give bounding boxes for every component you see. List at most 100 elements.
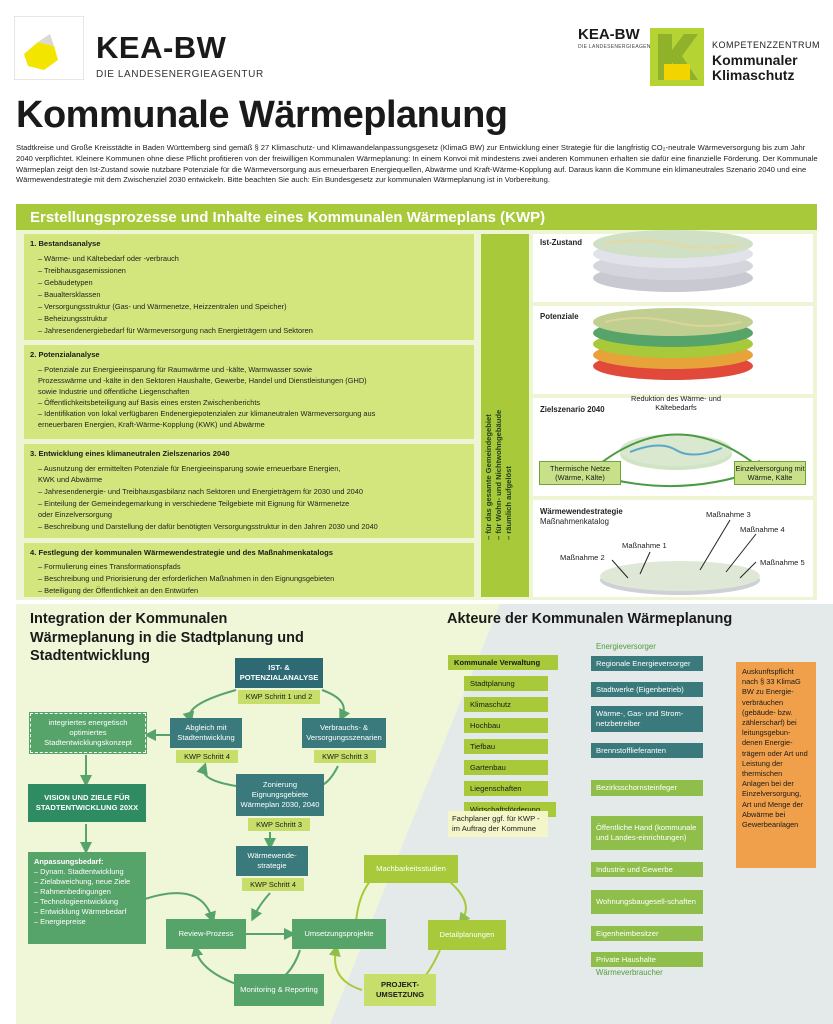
- step-title: 3. Entwicklung eines klimaneutralen Ziel…: [30, 449, 230, 458]
- kwp-step-4a: KWP Schritt 4: [176, 750, 238, 763]
- step-item: – Baualtersklassen: [38, 290, 101, 299]
- step-item: – Ausnutzung der ermittelten Potenziale …: [38, 464, 341, 473]
- panel-label-ziel: Zielszenario 2040: [540, 405, 605, 414]
- box-verbrauch: Verbrauchs- & Versorgungsszenarien: [302, 718, 386, 748]
- kwp-header-bar: [16, 204, 817, 230]
- box-anpassungsbedarf: Anpassungsbedarf: – Dynam. Stadtentwickl…: [28, 852, 146, 944]
- label-energieversorger: Energieversorger: [596, 642, 656, 651]
- step-item: – Öffentlichkeitsbeteiligung auf Basis e…: [38, 398, 261, 407]
- panel-label-katalog: Maßnahmenkatalog: [540, 517, 609, 526]
- integration-title: Integration der Kommunalen Wärmeplanung …: [30, 611, 304, 664]
- step-item: – Einteilung der Gemeindegemarkung in ve…: [38, 499, 350, 508]
- akteur-bezirksschornsteinfeger: Bezirksschornsteinfeger: [591, 780, 703, 796]
- kompetenzzentrum-logo-icon: [650, 28, 704, 86]
- box-umsetzung: Umsetzungsprojekte: [292, 919, 386, 949]
- anpassung-item: – Entwicklung Wärmebedarf: [34, 907, 127, 916]
- akteur-brennstofflieferanten: Brennstofflieferanten: [591, 743, 703, 758]
- akteur-stadtplanung: Stadtplanung: [464, 676, 548, 691]
- kwp-step-4b: KWP Schritt 4: [242, 878, 304, 891]
- kwp-step-3b: KWP Schritt 3: [248, 818, 310, 831]
- step-zielszenario: [24, 444, 474, 538]
- akteur-stadtwerke: Stadtwerke (Eigenbetrieb): [591, 682, 703, 697]
- akteur-kommunale-verwaltung: Kommunale Verwaltung: [448, 655, 558, 670]
- box-vision: VISION UND ZIELE FÜR STADTENTWICKLUNG 20…: [28, 784, 146, 822]
- kea-small-subtitle: DIE LANDESENERGIEAGENTUR: [578, 44, 662, 50]
- step-item: – Gebäudetypen: [38, 278, 93, 287]
- box-waermewende: Wärmewende-strategie: [236, 846, 308, 876]
- step-title: 1. Bestandsanalyse: [30, 239, 101, 248]
- step-item: – Beteiligung der Öffentlichkeit an den …: [38, 586, 199, 595]
- step-item: – Formulierung eines Transformationspfad…: [38, 562, 181, 571]
- anpassung-item: – Dynam. Stadtentwicklung: [34, 867, 124, 876]
- box-machbarkeit: Machbarkeitsstudien: [364, 855, 458, 883]
- anpassung-item: – Technologieentwicklung: [34, 897, 119, 906]
- step-strategie: [24, 543, 474, 597]
- measure-5: Maßnahme 5: [760, 558, 805, 567]
- anpassung-item: – Energiepreise: [34, 917, 86, 926]
- step-item: – Versorgungsstruktur (Gas- und Wärmenet…: [38, 302, 287, 311]
- akteur-tiefbau: Tiefbau: [464, 739, 548, 754]
- akteur-oeffentliche-hand: Öffentliche Hand (kommunale und Landes-e…: [591, 816, 703, 850]
- step-bestandsanalyse: [24, 234, 474, 340]
- anpassung-item: – Zielabweichung, neue Ziele: [34, 877, 131, 886]
- fachplaner-note: Fachplaner ggf. für KWP - im Auftrag der…: [448, 811, 548, 837]
- kk-line3: Klimaschutz: [712, 67, 795, 83]
- akteur-klimaschutz: Klimaschutz: [464, 697, 548, 712]
- measure-3: Maßnahme 3: [706, 510, 751, 519]
- measure-4: Maßnahme 4: [740, 525, 785, 534]
- step-item: – Jahresendenergiebedarf für Wärmeversor…: [38, 326, 313, 335]
- auskunftspflicht-text: Auskunftspflicht nach § 33 KlimaG BW zu …: [742, 667, 808, 830]
- kea-subtitle: DIE LANDESENERGIEAGENTUR: [96, 69, 264, 80]
- kk-line2: Kommunaler: [712, 52, 798, 68]
- box-review: Review-Prozess: [166, 919, 246, 949]
- step-title: 4. Festlegung der kommunalen Wärmewendes…: [30, 548, 333, 557]
- kea-logo-icon: [14, 16, 84, 80]
- panel-label-pot: Potenziale: [540, 312, 579, 321]
- step-title: 2. Potenzialanalyse: [30, 350, 100, 359]
- panel-label-ist: Ist-Zustand: [540, 238, 583, 247]
- kea-small-title: KEA-BW: [578, 26, 640, 43]
- akteur-industrie: Industrie und Gewerbe: [591, 862, 703, 877]
- step-item: oder Einzelversorgung: [38, 510, 112, 519]
- anpassung-title: Anpassungsbedarf:: [34, 857, 104, 866]
- akteure-title: Akteure der Kommunalen Wärmeplanung: [447, 611, 733, 627]
- akteur-eigenheimbesitzer: Eigenheimbesitzer: [591, 926, 703, 941]
- step-item: – Beschreibung und Darstellung der dafür…: [38, 522, 378, 531]
- measure-1: Maßnahme 1: [622, 541, 667, 550]
- step-item: – Potenziale zur Energieeinsparung für R…: [38, 365, 313, 374]
- step-item: Prozesswärme und -kälte in den Sektoren …: [38, 376, 367, 385]
- box-ist-potenzialanalyse: IST- & POTENZIALANALYSE: [235, 658, 323, 688]
- anpassung-item: – Rahmenbedingungen: [34, 887, 111, 896]
- scope-band: [481, 234, 529, 597]
- kwp-header-title: Erstellungsprozesse und Inhalte eines Ko…: [30, 209, 546, 226]
- kk-line1: KOMPETENZZENTRUM: [712, 40, 820, 50]
- kwp-step-3a: KWP Schritt 3: [314, 750, 376, 763]
- intro-text: Stadtkreise und Große Kreisstädte in Bad…: [16, 143, 818, 185]
- kea-title: KEA-BW: [96, 30, 227, 65]
- akteur-gartenbau: Gartenbau: [464, 760, 548, 775]
- step-item: – Wärme- und Kältebedarf oder -verbrauch: [38, 254, 179, 263]
- akteur-hochbau: Hochbau: [464, 718, 548, 733]
- callout-thermische-netze: Thermische Netze (Wärme, Kälte): [539, 461, 621, 485]
- label-waermeverbraucher: Wärmeverbraucher: [596, 968, 663, 977]
- box-detail: Detailplanungen: [428, 920, 506, 950]
- callout-einzelversorgung: Einzelversorgung mit Wärme, Kälte: [734, 461, 806, 485]
- akteur-regionale-energieversorger: Regionale Energieversorger: [591, 656, 703, 671]
- akteur-netzbetreiber: Wärme-, Gas- und Strom-netzbetreiber: [591, 706, 703, 732]
- box-integriertes-konzept: integriertes energetisch optimiertes Sta…: [29, 712, 147, 754]
- akteur-private-haushalte: Private Haushalte: [591, 952, 703, 967]
- measure-2: Maßnahme 2: [560, 553, 605, 562]
- step-item: – Beheizungsstruktur: [38, 314, 108, 323]
- box-monitoring: Monitoring & Reporting: [234, 974, 324, 1006]
- box-zonierung: Zonierung Eignungsgebiete Wärmeplan 2030…: [236, 774, 324, 816]
- step-item: – Beschreibung und Priorisierung der erf…: [38, 574, 335, 583]
- auskunftspflicht-box: Auskunftspflicht nach § 33 KlimaG BW zu …: [736, 662, 816, 868]
- step-item: – Identifikation von lokal verfügbaren E…: [38, 409, 376, 418]
- panel-label-strat: Wärmewendestrategie: [540, 507, 623, 516]
- step-potenzialanalyse: [24, 345, 474, 439]
- akteur-wohnungsbau: Wohnungsbaugesell-schaften: [591, 890, 703, 914]
- step-item: – Jahresendenergie- und Treibhausgasbila…: [38, 487, 364, 496]
- box-abgleich: Abgleich mit Stadtentwicklung: [170, 718, 242, 748]
- akteur-liegenschaften: Liegenschaften: [464, 781, 548, 796]
- callout-reduktion: Reduktion des Wärme- und Kältebedarfs: [631, 394, 721, 413]
